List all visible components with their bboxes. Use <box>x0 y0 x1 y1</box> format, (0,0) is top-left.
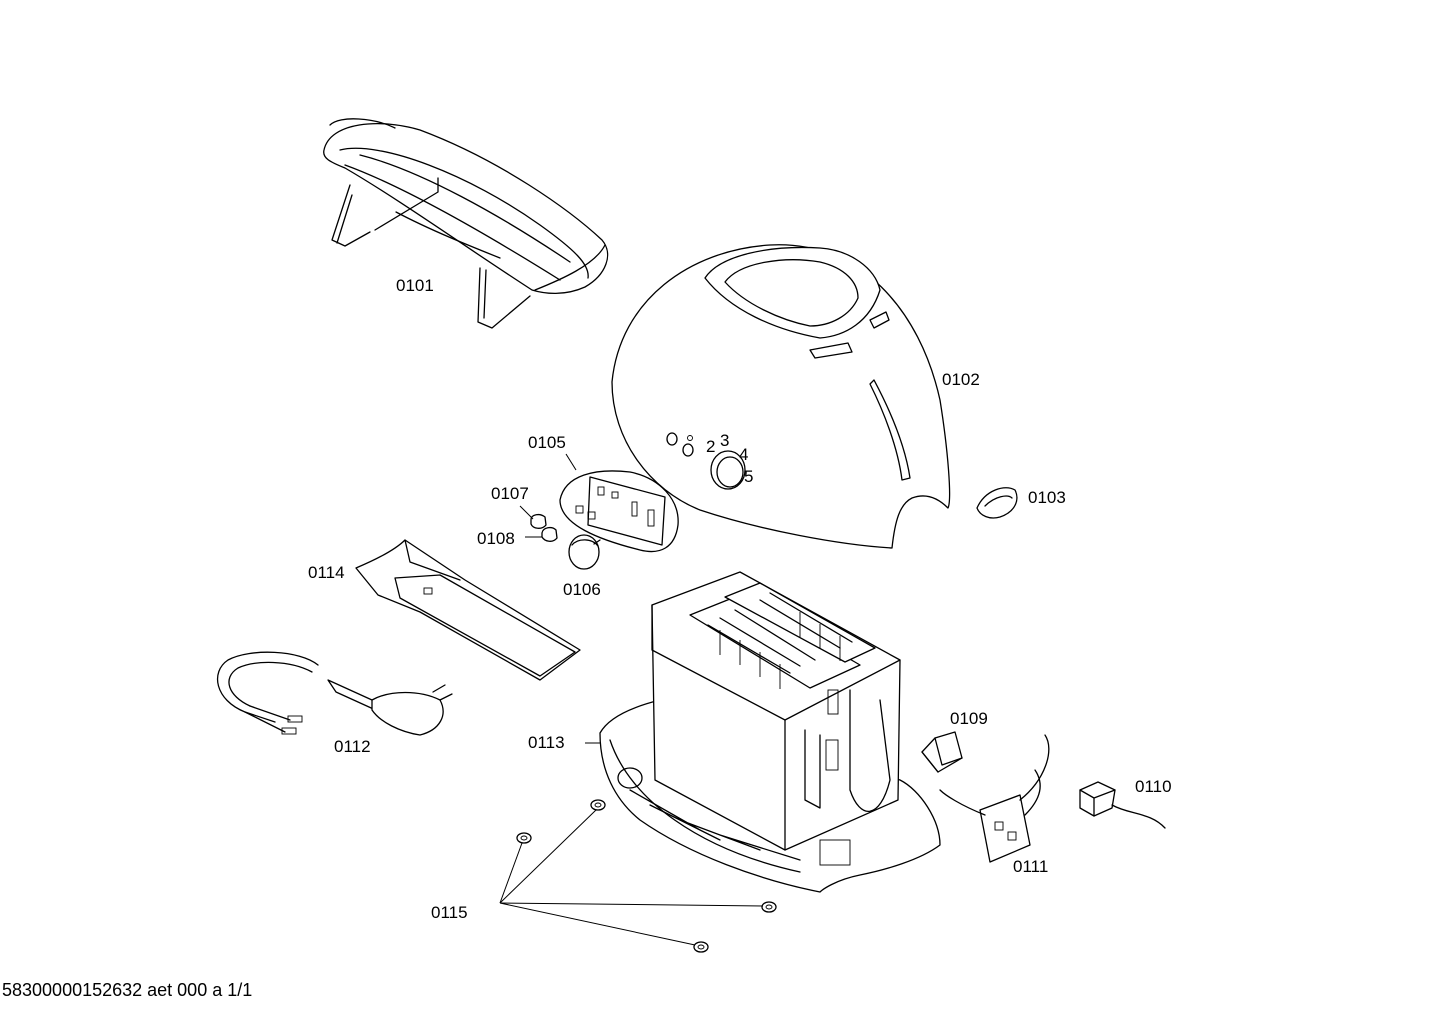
dial-mark-4: 4 <box>739 445 748 464</box>
label-0111: 0111 <box>1013 857 1048 876</box>
push-button-0108 <box>541 526 558 542</box>
push-button-0107 <box>530 513 547 529</box>
circuit-board <box>939 734 1050 863</box>
control-panel-plate <box>559 470 679 553</box>
label-0101: 0101 <box>396 276 434 295</box>
leader-lines <box>499 453 764 946</box>
power-cord <box>216 651 453 736</box>
label-0103: 0103 <box>1028 488 1066 507</box>
outer-housing <box>611 244 951 549</box>
dial-mark-3: 3 <box>720 431 729 450</box>
switch-component <box>1079 781 1166 829</box>
label-0114: 0114 <box>308 563 345 582</box>
label-0108: 0108 <box>477 529 515 548</box>
label-0115: 0115 <box>431 903 468 922</box>
part-labels: 0101 0102 0103 0105 0106 0107 0108 0109 … <box>308 276 1172 922</box>
label-0106: 0106 <box>563 580 601 599</box>
label-0110: 0110 <box>1135 777 1172 796</box>
label-0107: 0107 <box>491 484 529 503</box>
label-0105: 0105 <box>528 433 566 452</box>
browning-dial-knob <box>568 534 601 570</box>
bun-warmer-rack <box>323 118 609 329</box>
dial-mark-2: 2 <box>706 437 715 456</box>
label-0102: 0102 <box>942 370 980 389</box>
drawing-reference-footer: 58300000152632 aet 000 a 1/1 <box>2 980 253 1000</box>
dial-mark-5: 5 <box>744 467 753 486</box>
rubber-feet <box>516 799 777 953</box>
dial-marks: 2 3 4 5 <box>706 431 753 486</box>
bracket-0109 <box>921 731 963 773</box>
label-0113: 0113 <box>528 733 565 752</box>
label-0112: 0112 <box>334 737 371 756</box>
label-0109: 0109 <box>950 709 988 728</box>
crumb-tray <box>355 539 581 681</box>
toaster-chassis <box>599 571 941 893</box>
lever-knob <box>976 487 1018 519</box>
